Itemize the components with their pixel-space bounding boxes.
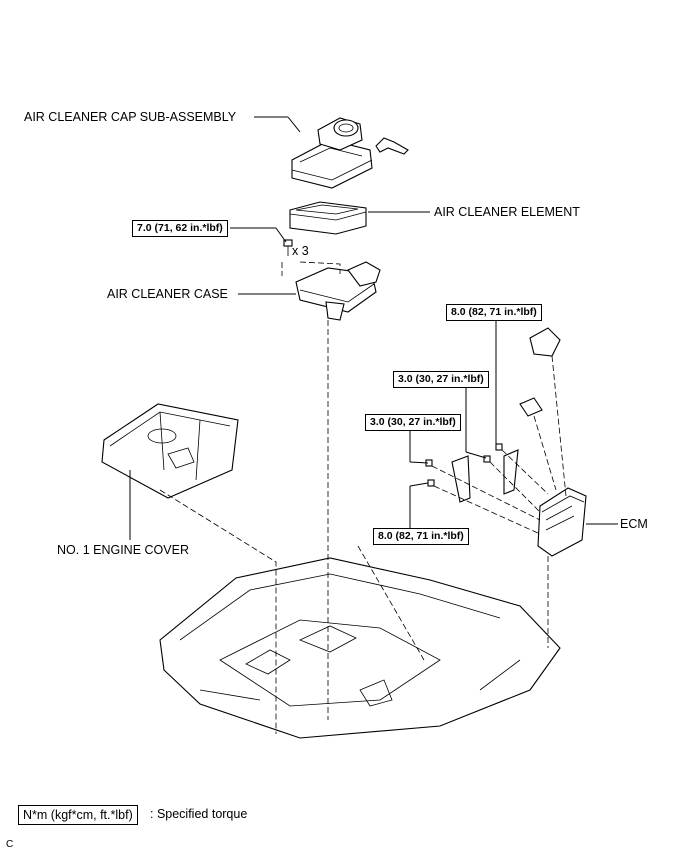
case-bolt-drawing: [283, 239, 293, 256]
torque-case-bolts: 7.0 (71, 62 in.*lbf): [132, 220, 228, 237]
dashed-guides: [159, 320, 549, 734]
air-cleaner-cap-label: AIR CLEANER CAP SUB-ASSEMBLY: [24, 110, 237, 124]
leader-lines: [129, 116, 618, 540]
legend-description: : Specified torque: [150, 807, 248, 821]
figure-code: C: [6, 839, 14, 850]
torque-bracket-left: 3.0 (30, 27 in.*lbf): [365, 414, 461, 431]
ecm-label: ECM: [620, 517, 648, 531]
ecm-drawing: [425, 327, 587, 557]
torque-bracket-lower: 8.0 (82, 71 in.*lbf): [373, 528, 469, 545]
air-cleaner-case-label: AIR CLEANER CASE: [107, 287, 228, 301]
engine-cover-label: NO. 1 ENGINE COVER: [57, 543, 189, 557]
engine-cover-drawing: [101, 403, 239, 499]
torque-bracket-upper: 8.0 (82, 71 in.*lbf): [446, 304, 542, 321]
engine-bay-drawing: [159, 557, 561, 739]
bolt-quantity: x 3: [292, 244, 309, 258]
torque-bracket-mid: 3.0 (30, 27 in.*lbf): [393, 371, 489, 388]
air-cleaner-case-drawing: [281, 261, 381, 321]
air-cleaner-element-label: AIR CLEANER ELEMENT: [434, 205, 580, 219]
air-cleaner-cap-drawing: [291, 117, 409, 189]
legend-unit-box: N*m (kgf*cm, ft.*lbf): [18, 805, 138, 825]
air-cleaner-element-drawing: [289, 201, 367, 235]
